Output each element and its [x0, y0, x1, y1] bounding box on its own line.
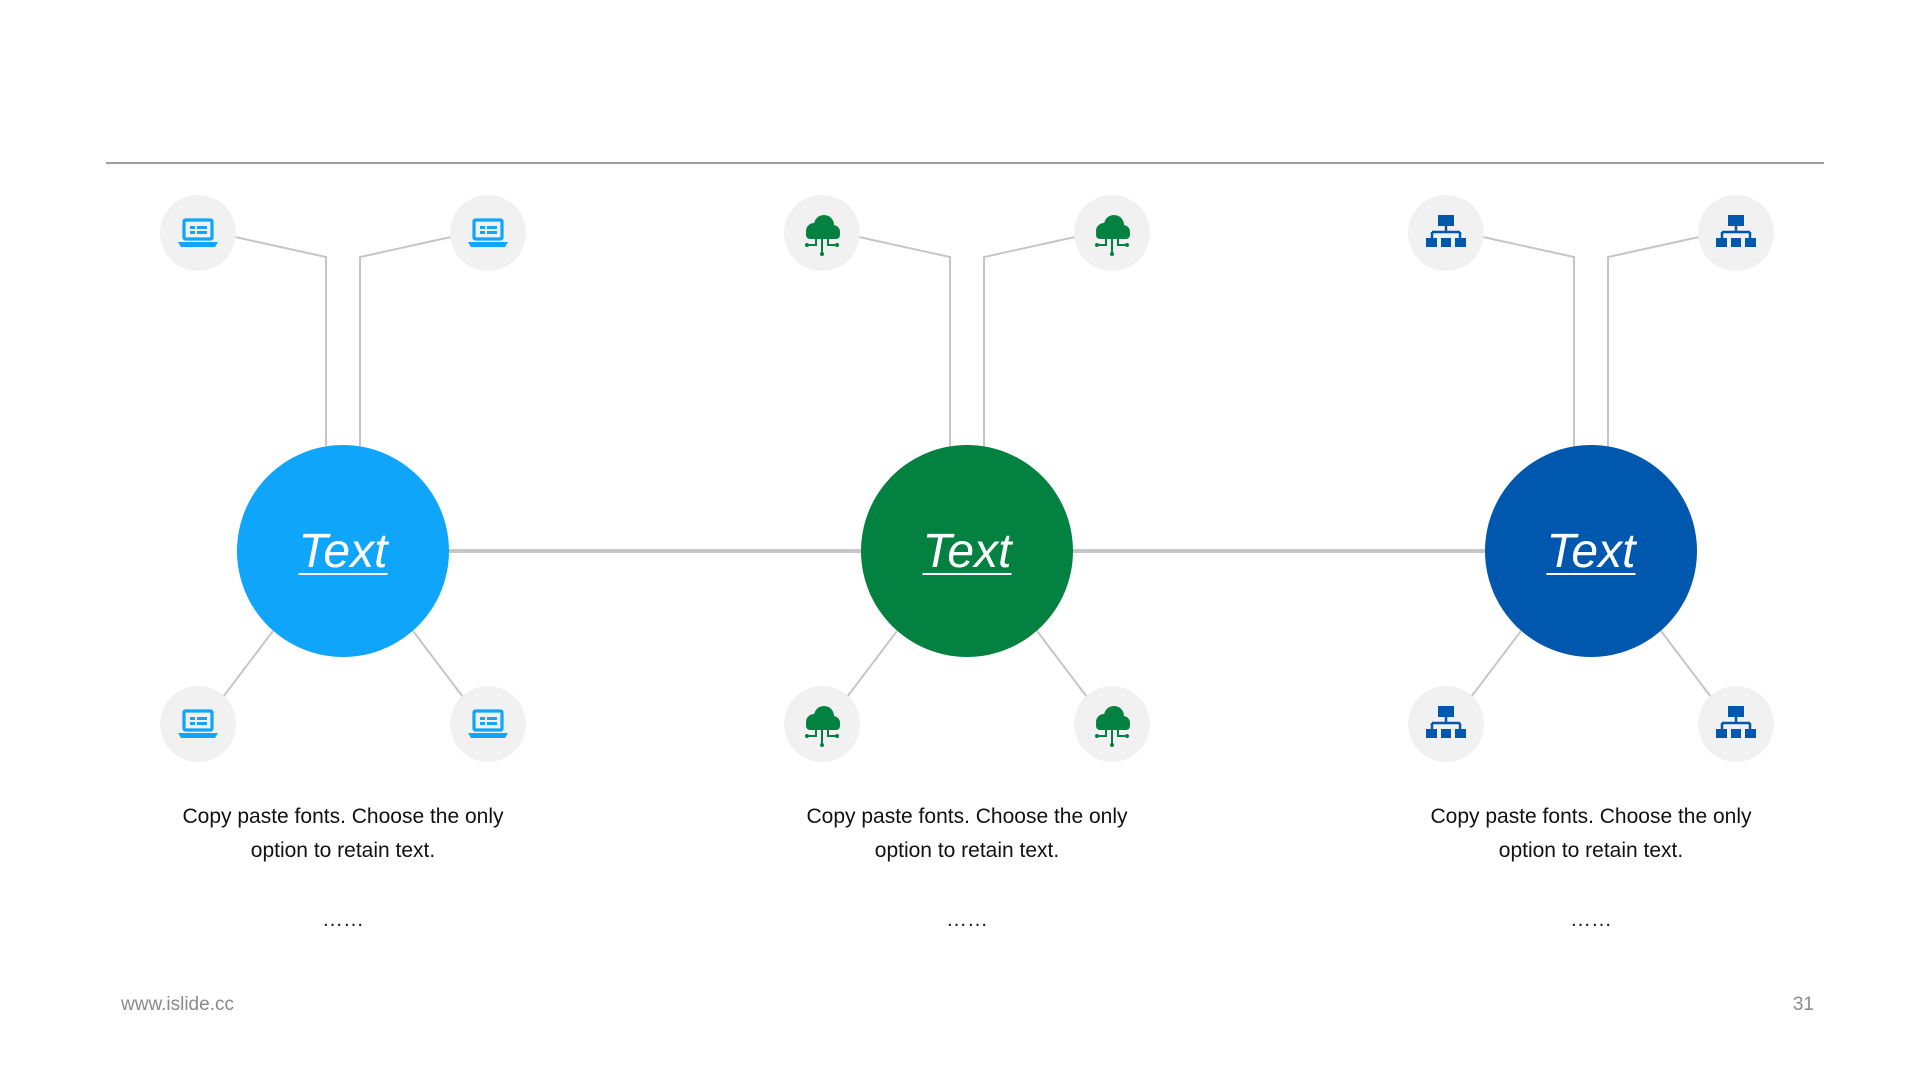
satellite-3-top-left: [1408, 195, 1484, 271]
spoke-2-bottom-left: [846, 630, 898, 698]
satellite-3-bottom-right: [1698, 686, 1774, 762]
hierarchy-icon: [1426, 706, 1466, 738]
satellite-1-top-right: [450, 195, 526, 271]
satellite-2-bottom-left: [784, 686, 860, 762]
hub-label-1: Text: [298, 524, 388, 578]
laptop-icon: [468, 709, 508, 738]
laptop-icon: [178, 218, 218, 247]
hierarchy-icon: [1426, 215, 1466, 247]
caption-1: Copy paste fonts. Choose the only option…: [133, 800, 553, 868]
spoke-2-top-right: [983, 236, 1076, 446]
laptop-icon: [468, 218, 508, 247]
spoke-3-top-right: [1607, 236, 1700, 446]
satellite-1-bottom-left: [160, 686, 236, 762]
spoke-lines: [222, 236, 1712, 698]
spoke-1-bottom-left: [222, 630, 274, 698]
hierarchy-icon: [1716, 706, 1756, 738]
cloud-network-icon: [1095, 215, 1130, 256]
ellipsis-1: ……: [322, 908, 364, 931]
spoke-3-top-left: [1482, 236, 1575, 446]
spoke-2-bottom-right: [1036, 630, 1088, 698]
hub-circle-2: [861, 445, 1073, 657]
caption-2: Copy paste fonts. Choose the only option…: [757, 800, 1177, 868]
satellite-1-top-left: [160, 195, 236, 271]
spoke-3-bottom-right: [1660, 630, 1712, 698]
caption-2-line-1: Copy paste fonts. Choose the only: [806, 805, 1128, 828]
caption-2-line-2: option to retain text.: [874, 839, 1060, 862]
satellite-icons: [160, 195, 1774, 762]
caption-1-line-1: Copy paste fonts. Choose the only: [182, 805, 504, 828]
satellite-3-bottom-left: [1408, 686, 1484, 762]
footer-url[interactable]: www.islide.cc: [121, 994, 234, 1015]
hierarchy-icon: [1716, 215, 1756, 247]
caption-3: Copy paste fonts. Choose the only option…: [1381, 800, 1801, 868]
laptop-icon: [178, 709, 218, 738]
caption-3-line-1: Copy paste fonts. Choose the only: [1430, 805, 1752, 828]
ellipsis-3: ……: [1570, 908, 1612, 931]
page-number: 31: [1792, 994, 1814, 1015]
satellite-2-bottom-right: [1074, 686, 1150, 762]
hub-circle-3: [1485, 445, 1697, 657]
spoke-3-bottom-left: [1470, 630, 1522, 698]
hub-circles: [237, 445, 1697, 657]
cloud-network-icon: [805, 706, 840, 747]
ellipsis-2: ……: [946, 908, 988, 931]
cloud-network-icon: [805, 215, 840, 256]
satellite-3-top-right: [1698, 195, 1774, 271]
satellite-2-top-right: [1074, 195, 1150, 271]
spoke-2-top-left: [858, 236, 951, 446]
spoke-1-top-left: [234, 236, 327, 446]
hub-circle-1: [237, 445, 449, 657]
cloud-network-icon: [1095, 706, 1130, 747]
caption-3-line-2: option to retain text.: [1498, 839, 1684, 862]
spoke-1-top-right: [359, 236, 452, 446]
satellite-2-top-left: [784, 195, 860, 271]
caption-1-line-2: option to retain text.: [250, 839, 436, 862]
satellite-1-bottom-right: [450, 686, 526, 762]
hub-label-3: Text: [1546, 524, 1636, 578]
hub-label-2: Text: [922, 524, 1012, 578]
spoke-1-bottom-right: [412, 630, 464, 698]
